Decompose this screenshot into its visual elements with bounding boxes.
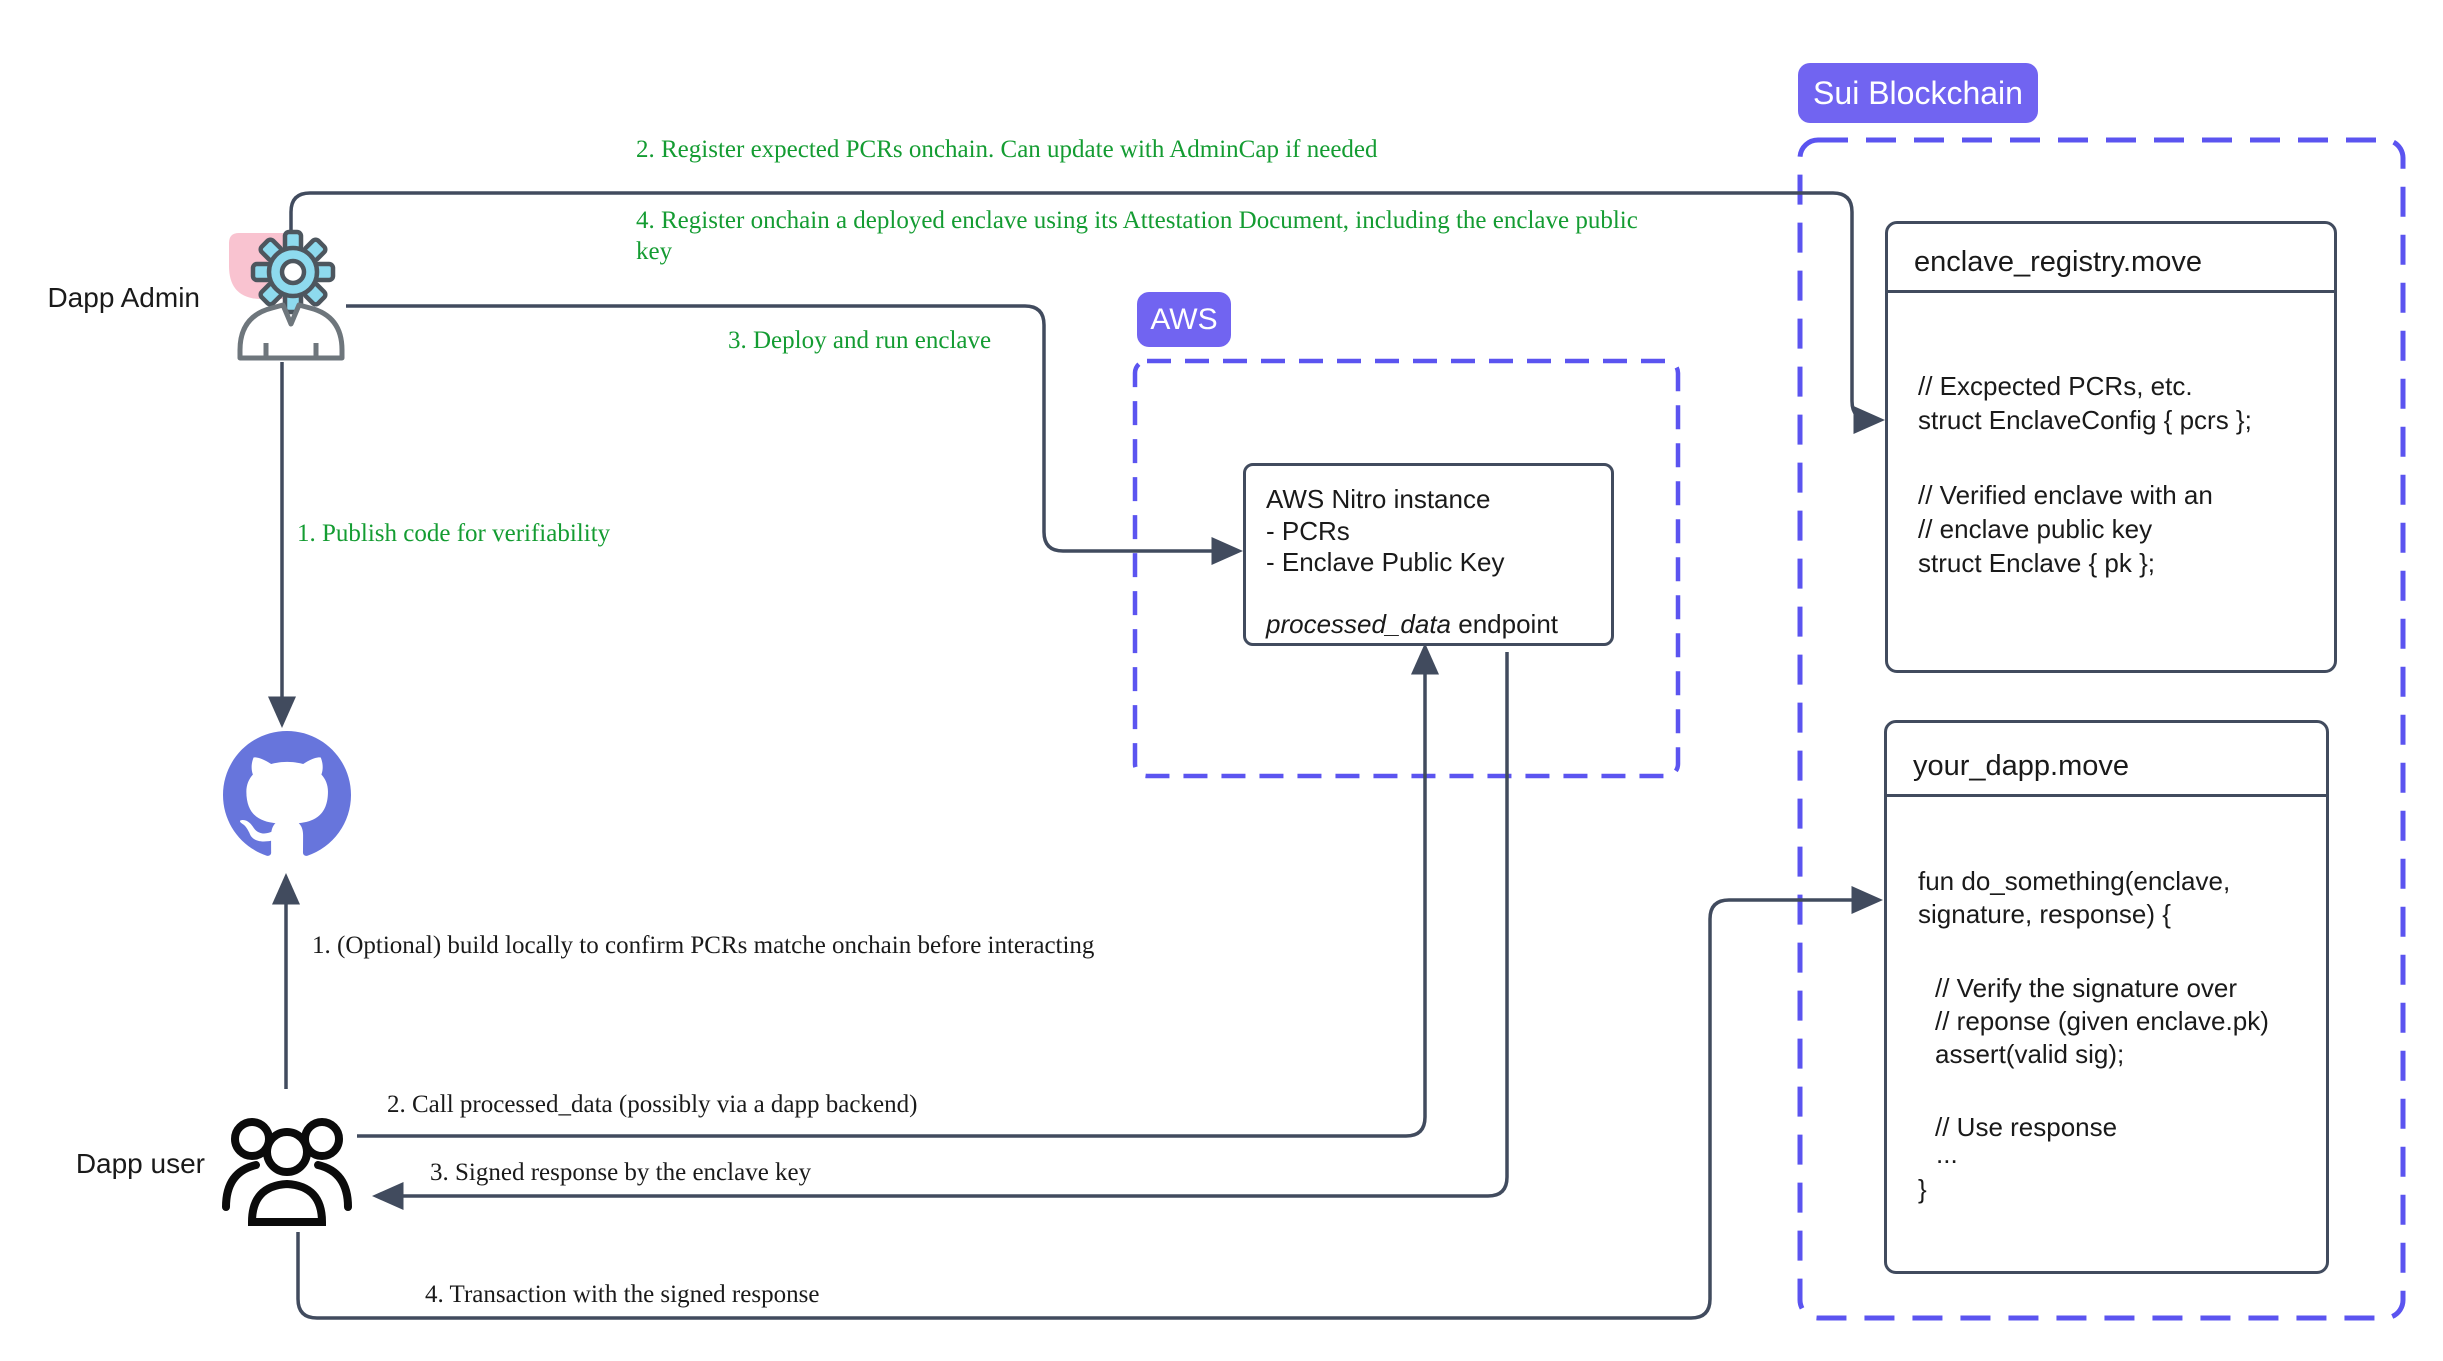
dapp-line: assert(valid sig);	[1935, 1039, 2125, 1069]
wire-transaction	[296, 886, 1883, 1320]
aws-badge: AWS	[1137, 292, 1231, 347]
dapp-line: // Verify the signature over	[1935, 973, 2238, 1003]
registry-line: // Verified enclave with an	[1918, 480, 2213, 510]
enclave-registry-divider	[1888, 290, 2334, 293]
aws-nitro-pcrs: - PCRs	[1266, 516, 1350, 546]
your-dapp-title: your_dapp.move	[1913, 750, 2130, 782]
annotation-deploy-enclave: 3. Deploy and run enclave	[728, 327, 992, 354]
enclave-registry-title: enclave_registry.move	[1914, 246, 2202, 278]
your-dapp-divider	[1887, 794, 2326, 797]
registry-line: // enclave public key	[1918, 514, 2153, 544]
admin-gear-icon	[229, 229, 336, 315]
dapp-line: signature, response) {	[1918, 899, 2171, 929]
aws-nitro-endpoint: processed_data endpoint	[1266, 609, 1558, 639]
annotation-call-endpoint: 2. Call processed_data (possibly via a d…	[387, 1091, 918, 1118]
annotation-signed-response: 3. Signed response by the enclave key	[430, 1159, 812, 1186]
wire-call-endpoint	[357, 643, 1439, 1138]
dapp-line: // Use response	[1935, 1112, 2118, 1142]
wire-deploy-enclave	[346, 304, 1243, 565]
registry-line: struct Enclave { pk };	[1918, 548, 2156, 578]
wire-signed-response	[372, 652, 1509, 1210]
registry-line: // Excpected PCRs, etc.	[1918, 371, 2193, 401]
admin-person-icon	[237, 302, 345, 361]
label-dapp-admin: Dapp Admin	[47, 282, 200, 313]
annotation-build-locally: 1. (Optional) build locally to confirm P…	[312, 932, 1095, 959]
wire-register-pcrs	[289, 191, 1885, 434]
your-dapp-box: your_dapp.move fun do_something(enclave,…	[1884, 720, 2329, 1274]
dapp-line: fun do_something(enclave,	[1918, 866, 2231, 896]
registry-line: struct EnclaveConfig { pcrs };	[1918, 405, 2252, 435]
aws-nitro-instance-box: AWS Nitro instance - PCRs - Enclave Publ…	[1243, 463, 1614, 646]
annotation-publish-code: 1. Publish code for verifiability	[297, 520, 611, 547]
annotation-transaction: 4. Transaction with the signed response	[425, 1281, 820, 1308]
dapp-line: ...	[1936, 1139, 1958, 1169]
aws-nitro-public-key: - Enclave Public Key	[1266, 547, 1505, 577]
aws-nitro-title: AWS Nitro instance	[1266, 484, 1491, 514]
users-group-icon	[222, 1118, 352, 1226]
annotation-register-enclave: 4. Register onchain a deployed enclave u…	[636, 207, 1638, 265]
annotation-register-pcrs: 2. Register expected PCRs onchain. Can u…	[636, 136, 1378, 163]
aws-dashed-border	[1132, 358, 1681, 779]
dapp-line: }	[1918, 1174, 1927, 1204]
dapp-line: // reponse (given enclave.pk)	[1935, 1006, 2269, 1036]
label-dapp-user: Dapp user	[75, 1148, 205, 1179]
sui-blockchain-badge: Sui Blockchain	[1798, 63, 2038, 123]
github-icon	[223, 731, 351, 856]
enclave-registry-box: enclave_registry.move // Excpected PCRs,…	[1885, 221, 2337, 673]
endpoint-name: processed_data	[1266, 609, 1452, 639]
sui-dashed-border	[1797, 137, 2406, 1321]
endpoint-suffix: endpoint	[1451, 609, 1559, 639]
